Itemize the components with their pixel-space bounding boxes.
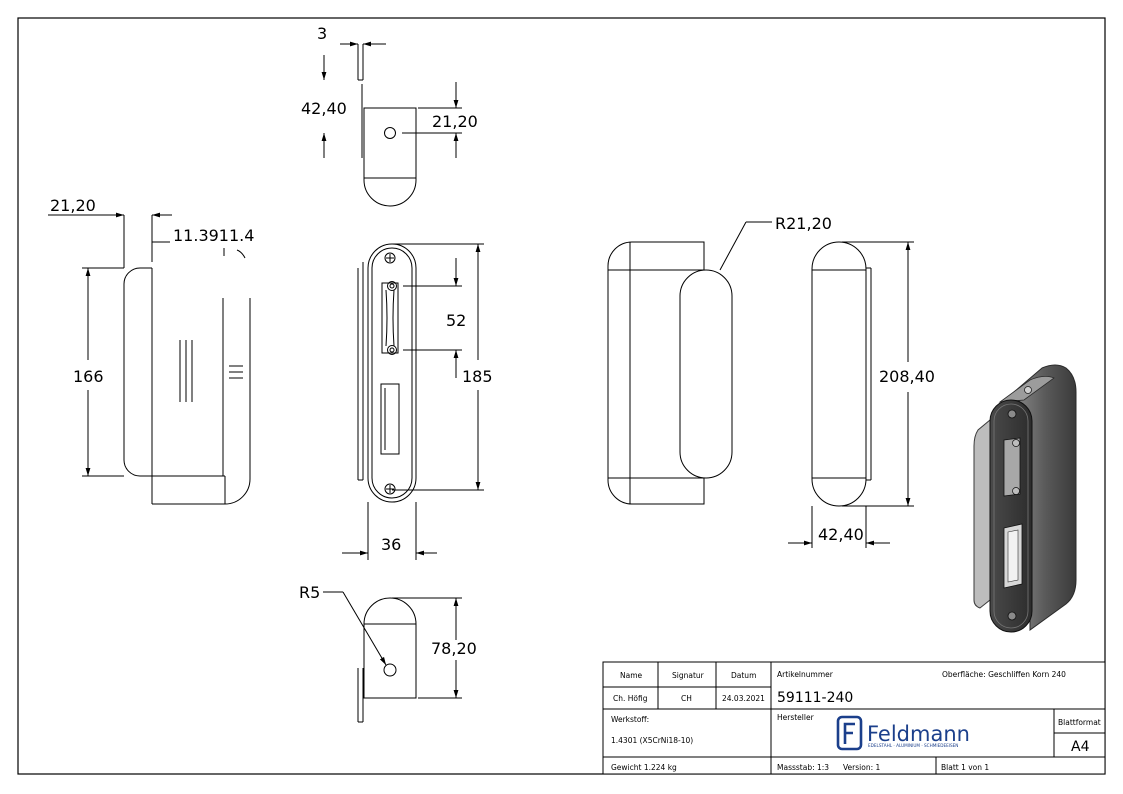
- top-view: [321, 41, 462, 207]
- side-view-b: [788, 241, 914, 548]
- dim-left-height: 166: [73, 367, 104, 386]
- tb-sheet-format: A4: [1071, 739, 1090, 755]
- dim-top-hole-offset: 21,20: [432, 112, 478, 131]
- tb-version: Version: 1: [843, 763, 880, 772]
- feldmann-logo-mark: [836, 715, 863, 751]
- tb-sheet: Blatt 1 von 1: [941, 763, 989, 772]
- tb-article-label: Artikelnummer: [777, 670, 834, 679]
- dim-radius-bottom: R5: [299, 583, 320, 602]
- left-view: [48, 212, 251, 505]
- side-view-a: [607, 221, 772, 505]
- front-view: [342, 243, 484, 560]
- dim-bottom-height: 78,20: [431, 639, 477, 658]
- tb-sheet-format-label: Blattformat: [1058, 718, 1101, 727]
- tb-manufacturer-label: Hersteller: [777, 713, 815, 722]
- logo-tagline: EDELSTAHL · ALUMINIUM · SCHMIEDEEISEN: [868, 743, 958, 748]
- tb-article-number: 59111-240: [777, 690, 853, 706]
- sheet-border: [17, 17, 1106, 775]
- dim-side-height: 208,40: [879, 367, 935, 386]
- dim-left-width: 21,20: [50, 196, 96, 215]
- bottom-view: [323, 591, 462, 723]
- dim-top-height: 42,40: [301, 99, 347, 118]
- tb-material: 1.4301 (X5CrNi18-10): [611, 736, 693, 745]
- dim-top-thickness: 3: [317, 24, 327, 43]
- isometric-view: [973, 364, 1077, 633]
- dim-left-small: 11.3911.4: [173, 226, 254, 245]
- feldmann-logo: Feldmann EDELSTAHL · ALUMINIUM · SCHMIED…: [836, 715, 970, 751]
- dim-plate-height: 185: [462, 367, 493, 386]
- tb-header-date: Datum: [731, 671, 756, 680]
- tb-signature: CH: [681, 694, 692, 703]
- dim-hole-spacing: 52: [446, 311, 466, 330]
- tb-weight: Gewicht 1.224 kg: [611, 763, 677, 772]
- dim-plate-width: 36: [381, 535, 401, 554]
- dim-radius-side: R21,20: [775, 214, 832, 233]
- tb-scale: Massstab: 1:3: [777, 763, 829, 772]
- tb-material-label: Werkstoff:: [611, 715, 649, 724]
- dim-side-depth: 42,40: [818, 525, 864, 544]
- tb-name: Ch. Höfig: [613, 694, 648, 703]
- tb-header-signature: Signatur: [672, 671, 705, 680]
- logo-word: Feldmann: [867, 722, 970, 746]
- tb-surface: Oberfläche: Geschliffen Korn 240: [942, 670, 1066, 679]
- tb-date: 24.03.2021: [722, 694, 765, 703]
- feldmann-logo-f-icon: [843, 722, 855, 744]
- tb-header-name: Name: [620, 671, 643, 680]
